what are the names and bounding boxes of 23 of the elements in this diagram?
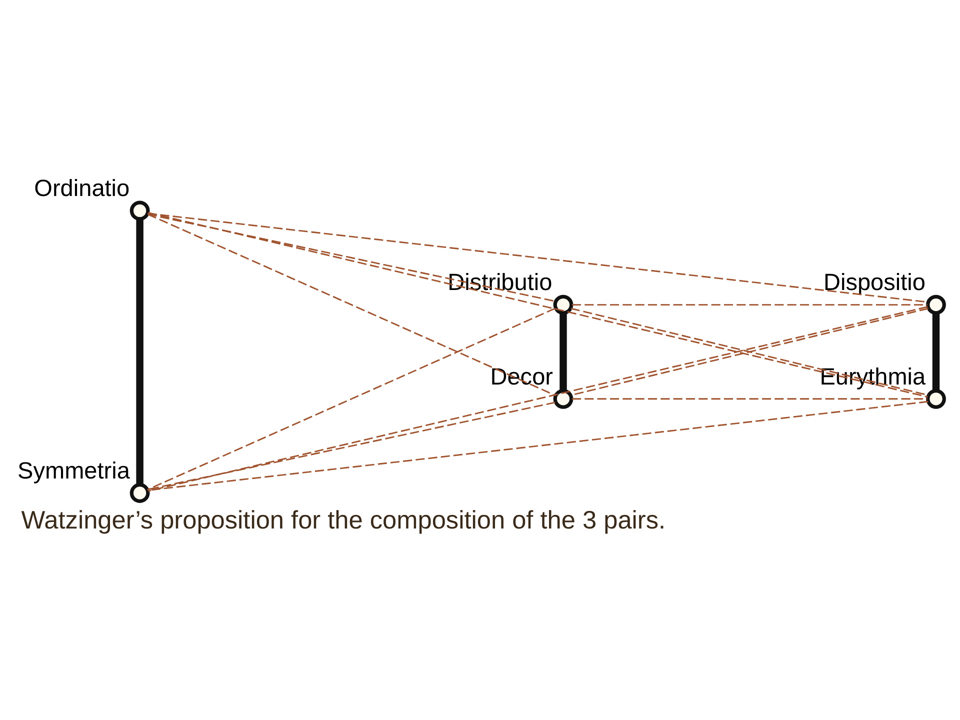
node-label: Dispositio	[824, 269, 926, 296]
node-circle	[130, 200, 150, 221]
node-circle	[926, 294, 946, 315]
connector	[148, 212, 928, 398]
connector	[148, 214, 556, 302]
node-circle	[926, 388, 946, 409]
node-label: Ordinatio	[34, 175, 130, 202]
connector	[570, 308, 928, 396]
connector	[932, 313, 940, 391]
connector	[560, 313, 567, 391]
connector	[148, 400, 928, 491]
connector	[147, 402, 556, 490]
node-label: Symmetria	[18, 457, 130, 484]
connector	[148, 306, 928, 492]
node-circle	[130, 483, 150, 503]
connector	[136, 218, 144, 485]
node-circle	[553, 294, 574, 315]
connector	[147, 308, 556, 490]
node-circle	[553, 388, 574, 409]
caption: Watzinger’s proposition for the composition of the 3 pairs.	[21, 506, 666, 535]
connector	[148, 214, 556, 396]
connector	[572, 398, 928, 400]
connector	[572, 304, 928, 306]
